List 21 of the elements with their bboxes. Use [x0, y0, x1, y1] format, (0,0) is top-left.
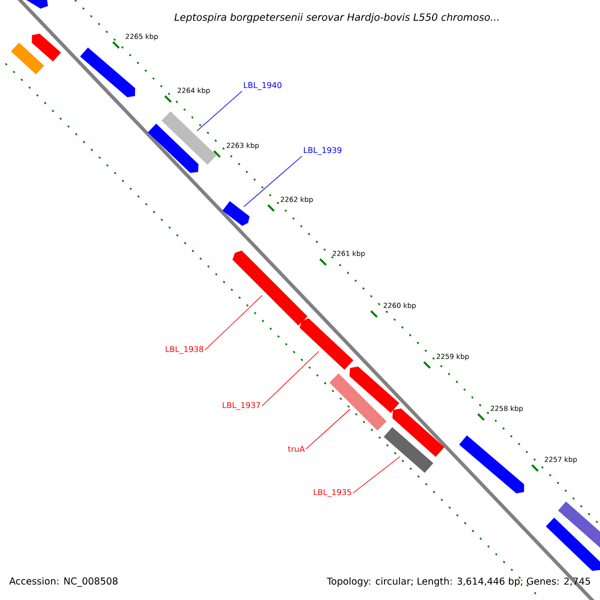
gene-label: LBL_1940 — [244, 82, 282, 90]
leader-line — [306, 408, 350, 450]
leader-line — [262, 351, 320, 406]
gene-label: LBL_1939 — [304, 147, 342, 155]
gene-feature — [300, 318, 354, 370]
summary-text: Topology: circular; Length: 3,614,446 bp; Genes: 2,745 — [326, 577, 590, 587]
gene-label: LBL_1938 — [166, 346, 204, 354]
gene-block — [329, 373, 387, 431]
leader-line — [352, 456, 400, 494]
leader-line — [243, 156, 302, 208]
map-title: Leptospira borgpetersenii serovar Hardjo-bovis L550 chromoso... — [174, 13, 498, 23]
leader-line — [196, 90, 242, 132]
gene-label: LBL_1937 — [222, 402, 260, 410]
gene-feature — [222, 201, 250, 226]
gene-label: LBL_1935 — [314, 489, 352, 497]
gene-block — [384, 427, 434, 473]
accession-text: Accession: NC_008508 — [9, 577, 118, 587]
gene-block — [162, 111, 216, 165]
leader-line — [204, 295, 263, 350]
gene-feature — [232, 250, 308, 326]
gene-label: truA — [288, 446, 305, 452]
